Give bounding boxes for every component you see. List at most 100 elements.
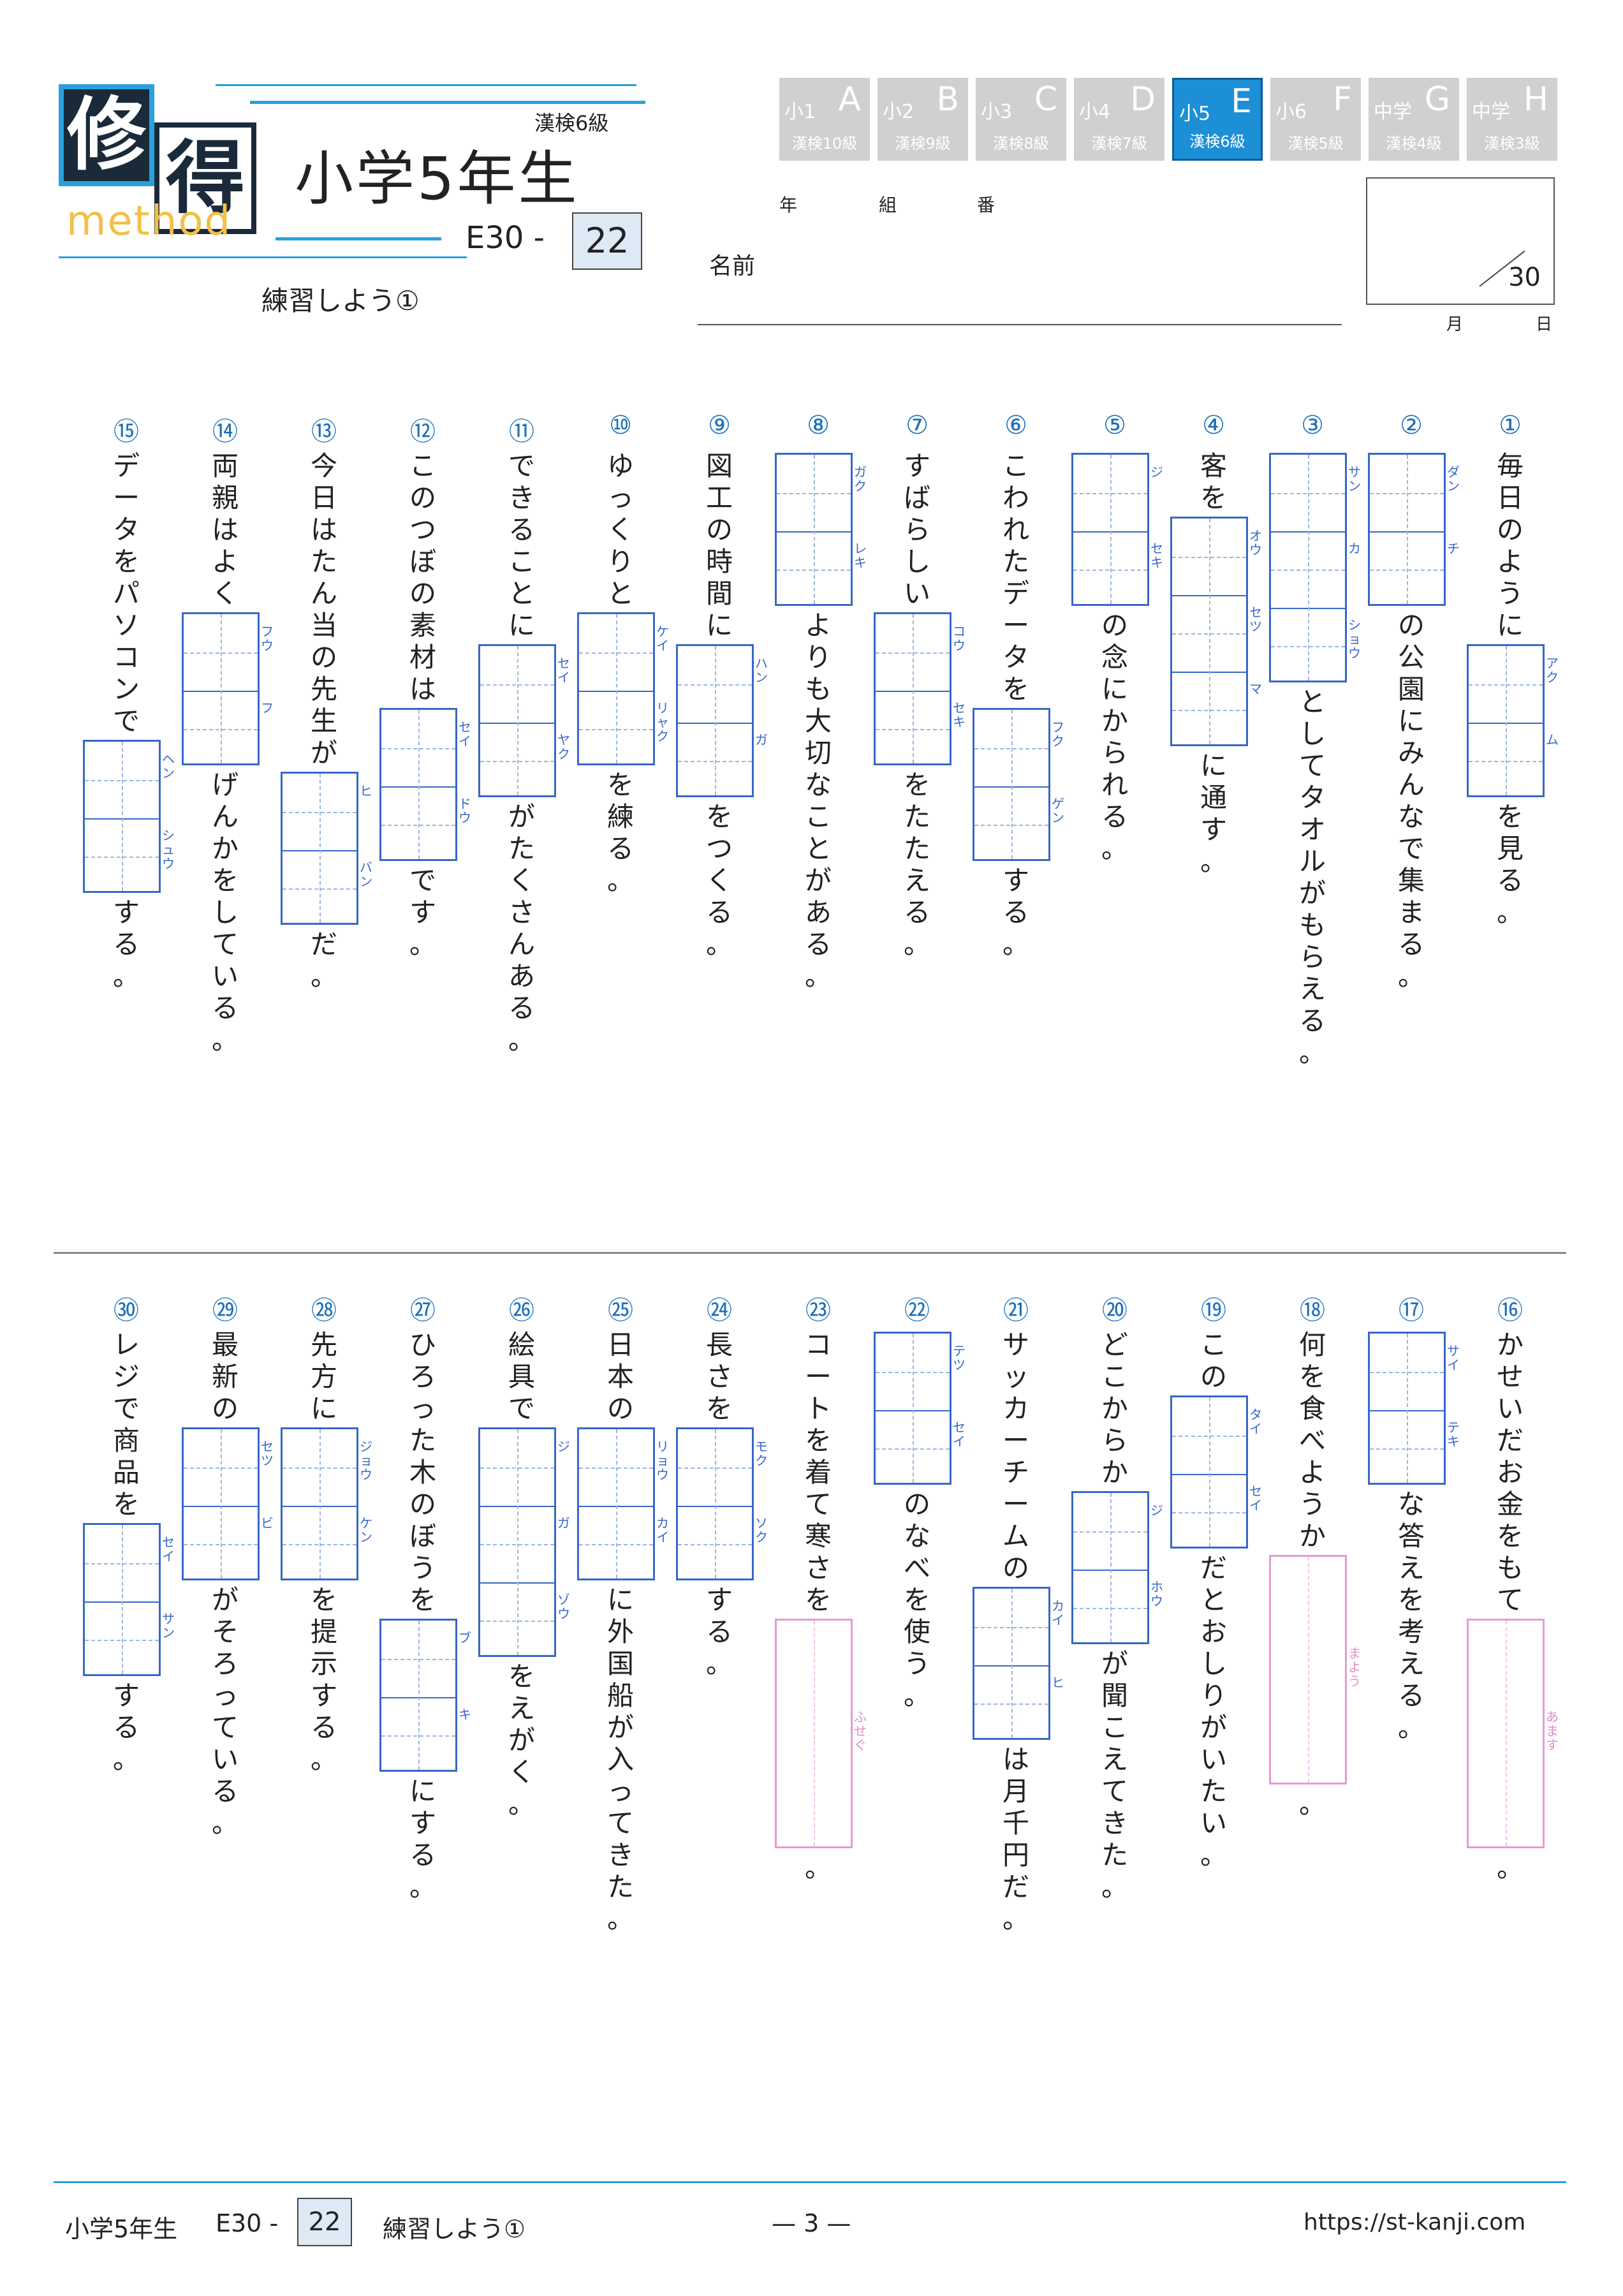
question-number: ⑫ (410, 417, 436, 446)
score-box[interactable]: 30 (1366, 177, 1555, 305)
level-tab-letter: D (1129, 80, 1156, 119)
question-text: 。 (1298, 1788, 1326, 1820)
footer-url[interactable]: https://st-kanji.com (1304, 2209, 1526, 2235)
question-number: ⑯ (1497, 1296, 1523, 1325)
kanji-answer-box[interactable]: セイドウ (379, 708, 471, 861)
furigana-hint: セキ (1150, 541, 1163, 570)
kanji-answer-box[interactable]: ジガゾウ (478, 1427, 570, 1657)
kanji-answer-box[interactable]: ジョウケン (281, 1427, 372, 1580)
kanji-answer-box[interactable]: セイサン (83, 1523, 175, 1676)
kanji-answer-box[interactable]: アクム (1467, 644, 1559, 797)
question-text: この (1200, 1329, 1227, 1392)
level-tab-bottom: 漢検8級 (993, 135, 1049, 152)
question-text: がたくさんある。 (508, 801, 535, 1056)
kanji-answer-box[interactable]: ヒバン (281, 772, 372, 925)
level-tab-letter: E (1231, 82, 1252, 121)
okurigana-answer-box[interactable]: ふせぐ (775, 1619, 867, 1848)
furigana-hint: セキ (953, 700, 966, 730)
kanji-answer-box[interactable]: セイヤク (478, 644, 570, 797)
level-tab-letter: A (838, 80, 861, 119)
question-text: 長さを (705, 1329, 733, 1424)
kanji-answer-box[interactable]: カイヒ (973, 1587, 1064, 1740)
kanji-answer-box[interactable]: サイテキ (1368, 1332, 1460, 1485)
question-text: をたたえる。 (903, 769, 930, 960)
question-number: ① (1499, 411, 1522, 440)
question-number: ⑲ (1201, 1296, 1226, 1325)
month-label: 月 (1446, 315, 1464, 334)
kanji-answer-box[interactable]: ハンガ (676, 644, 768, 797)
level-tab-bottom: 漢検7級 (1091, 135, 1147, 152)
kanji-answer-box[interactable]: テツセイ (874, 1332, 966, 1485)
kanji-answer-box[interactable]: セツビ (182, 1427, 274, 1580)
level-tab-letter: H (1523, 80, 1548, 119)
question-text: 何を食べようか (1298, 1329, 1326, 1552)
question-number: ③ (1301, 411, 1324, 440)
question-text: だとおしりがいたい。 (1200, 1552, 1227, 1871)
question-text: レジで商品を (112, 1329, 140, 1520)
furigana-hint: ブ (459, 1630, 471, 1645)
furigana-hint: フウ (261, 624, 274, 653)
name-field[interactable] (698, 324, 1342, 325)
question-text: 客を (1200, 450, 1227, 513)
question-number: ㉗ (410, 1296, 436, 1325)
number-label: 番 (977, 195, 995, 216)
furigana-hint: オウ (1249, 528, 1262, 557)
kanji-answer-box[interactable]: フウフ (182, 612, 274, 765)
furigana-hint: モク (755, 1439, 768, 1468)
kanji-answer-box[interactable]: ケイリャク (577, 612, 669, 765)
worksheet-subtitle: 練習しよう① (261, 285, 420, 316)
kanji-answer-box[interactable]: フクゲン (973, 708, 1064, 861)
kanji-answer-box[interactable]: モクソク (676, 1427, 768, 1580)
kanji-answer-box[interactable]: ガクレキ (775, 453, 867, 606)
level-tab-c[interactable]: 小3 C 漢検8級 (976, 78, 1066, 161)
furigana-hint: シュウ (162, 828, 175, 871)
kanji-answer-box[interactable]: タイセイ (1170, 1395, 1262, 1549)
question-text: がそろっている。 (211, 1584, 239, 1839)
furigana-hint: ふせぐ (854, 1709, 867, 1753)
question-text: こわれたデータを (1002, 450, 1029, 705)
level-tab-top: 小2 (883, 101, 914, 123)
furigana-hint: ヒ (360, 783, 372, 798)
level-tab-letter: C (1034, 80, 1057, 119)
question-number: ⑪ (509, 417, 534, 446)
header-rule-bottom-2 (59, 256, 467, 258)
furigana-hint: コウ (953, 624, 966, 653)
question-text: 毎日のように (1496, 450, 1524, 641)
kanji-answer-box[interactable]: ブキ (379, 1619, 471, 1772)
question-text: の念にかられる。 (1101, 610, 1128, 864)
kanji-answer-box[interactable]: オウセツマ (1170, 517, 1262, 746)
kanji-answer-box[interactable]: ジセキ (1071, 453, 1163, 606)
question-number: ㉚ (114, 1296, 139, 1325)
question-text: このつぼの素材は (409, 450, 436, 705)
furigana-hint: フク (1052, 719, 1064, 749)
header-rule-bottom (275, 237, 441, 240)
furigana-hint: セイ (1249, 1483, 1262, 1513)
kanji-answer-box[interactable]: サンカショウ (1269, 453, 1361, 682)
kanji-answer-box[interactable]: ジホウ (1071, 1491, 1163, 1644)
furigana-hint: サン (1348, 464, 1361, 494)
question-text: する。 (1002, 865, 1029, 960)
furigana-hint: ガ (557, 1515, 570, 1531)
level-tab-top: 小3 (981, 101, 1013, 123)
kanji-answer-box[interactable]: リョウカイ (577, 1427, 669, 1580)
level-tab-bottom: 漢検9級 (895, 135, 951, 152)
furigana-hint: サン (162, 1611, 175, 1640)
question-text: 。 (804, 1852, 832, 1883)
kanji-answer-box[interactable]: ヘンシュウ (83, 740, 175, 893)
furigana-hint: あます (1546, 1709, 1559, 1753)
kanji-answer-box[interactable]: ダンチ (1368, 453, 1460, 606)
okurigana-answer-box[interactable]: あます (1467, 1619, 1559, 1848)
question-number: ② (1400, 411, 1423, 440)
kanji-answer-box[interactable]: コウセキ (874, 612, 966, 765)
okurigana-answer-box[interactable]: まよう (1269, 1555, 1361, 1785)
footer-subtitle: 練習しよう① (383, 2215, 526, 2243)
page-title: 小学5年生 (295, 145, 580, 213)
furigana-hint: まよう (1348, 1645, 1361, 1689)
